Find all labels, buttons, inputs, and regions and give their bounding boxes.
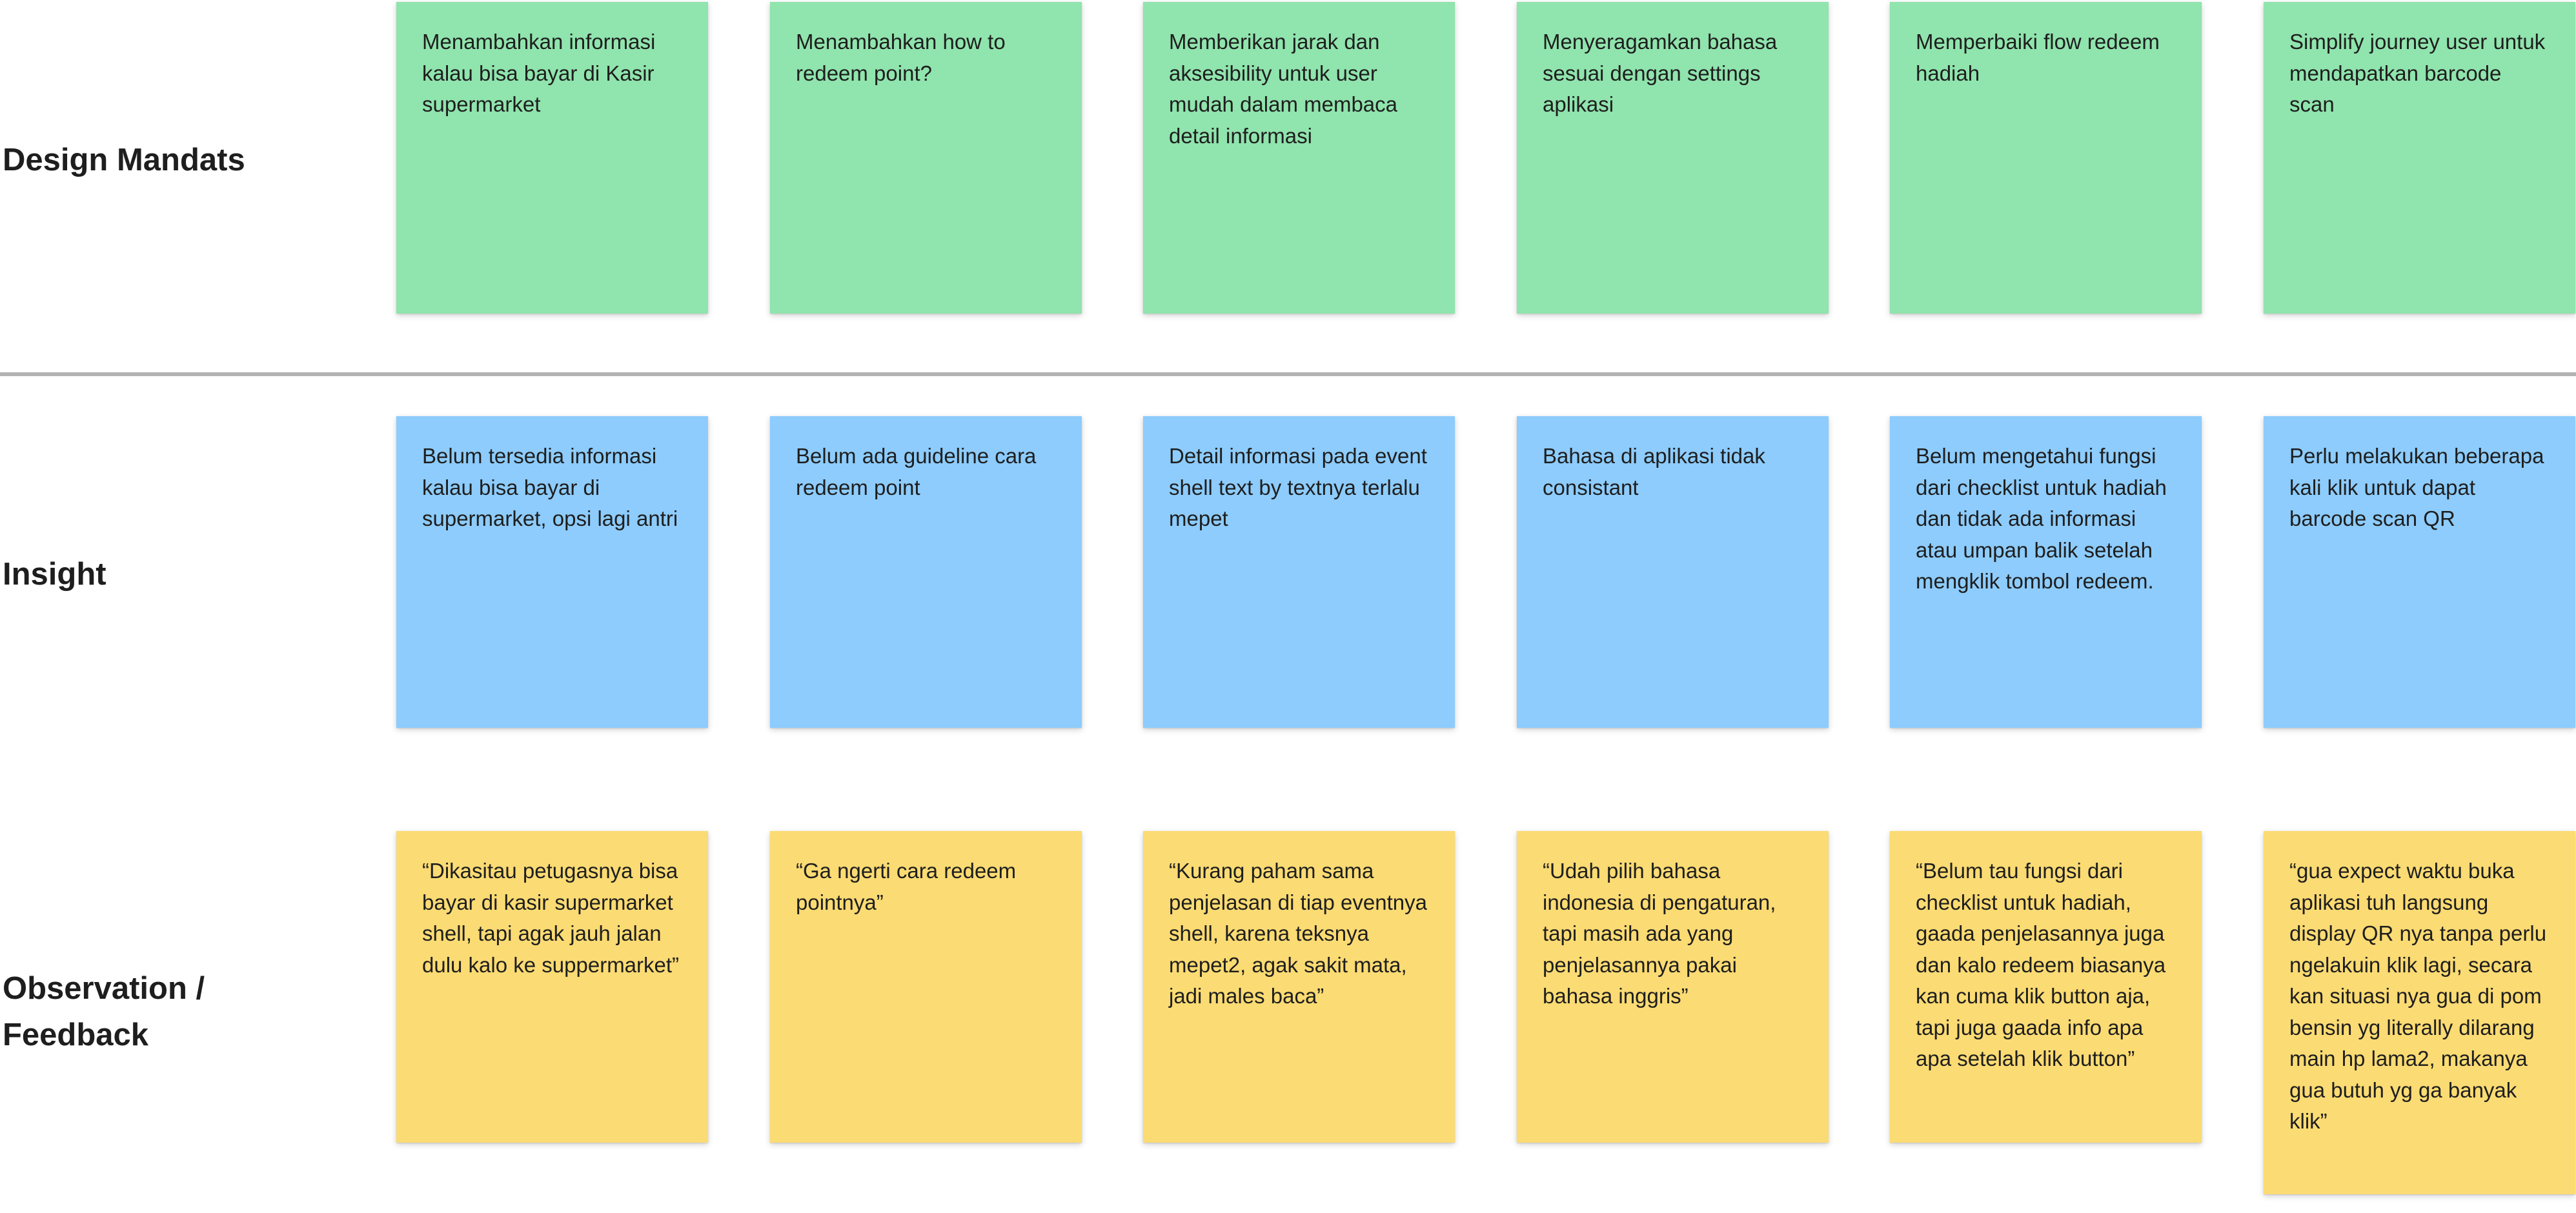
sticky-note-text: “Ga ngerti cara redeem pointnya” [796,859,1017,914]
section-divider [0,372,2576,376]
row-label-observation-feedback: Observation / Feedback [3,971,205,1052]
sticky-note-insight-6[interactable]: Perlu melakukan beberapa kali klik untuk… [2264,416,2575,728]
sticky-note-text: Simplify journey user untuk mendapatkan … [2289,30,2546,116]
sticky-note-text: Detail informasi pada event shell text b… [1169,444,1427,530]
sticky-note-mandat-3[interactable]: Memberikan jarak dan aksesibility untuk … [1143,2,1455,314]
sticky-note-mandat-6[interactable]: Simplify journey user untuk mendapatkan … [2264,2,2575,314]
sticky-note-text: Memberikan jarak dan aksesibility untuk … [1169,30,1398,148]
sticky-note-text: Belum tersedia informasi kalau bisa baya… [422,444,678,530]
sticky-note-feedback-5[interactable]: “Belum tau fungsi dari checklist untuk h… [1890,831,2202,1143]
sticky-note-text: “Udah pilih bahasa indonesia di pengatur… [1543,859,1776,1008]
sticky-note-feedback-1[interactable]: “Dikasitau petugasnya bisa bayar di kasi… [396,831,708,1143]
sticky-note-text: Menyeragamkan bahasa sesuai dengan setti… [1543,30,1778,116]
sticky-note-feedback-3[interactable]: “Kurang paham sama penjelasan di tiap ev… [1143,831,1455,1143]
sticky-note-text: “gua expect waktu buka aplikasi tuh lang… [2289,859,2547,1133]
sticky-note-feedback-6[interactable]: “gua expect waktu buka aplikasi tuh lang… [2264,831,2575,1194]
sticky-note-text: Bahasa di aplikasi tidak consistant [1543,444,1765,499]
sticky-note-feedback-2[interactable]: “Ga ngerti cara redeem pointnya” [770,831,1082,1143]
sticky-note-text: Menambahkan informasi kalau bisa bayar d… [422,30,656,116]
sticky-note-insight-4[interactable]: Bahasa di aplikasi tidak consistant [1517,416,1829,728]
sticky-note-text: Memperbaiki flow redeem hadiah [1916,30,2160,85]
sticky-note-feedback-4[interactable]: “Udah pilih bahasa indonesia di pengatur… [1517,831,1829,1143]
row-label-insight: Insight [3,557,106,592]
sticky-note-insight-5[interactable]: Belum mengetahui fungsi dari checklist u… [1890,416,2202,728]
row-label-design-mandats: Design Mandats [3,143,245,177]
sticky-note-mandat-4[interactable]: Menyeragamkan bahasa sesuai dengan setti… [1517,2,1829,314]
sticky-note-insight-2[interactable]: Belum ada guideline cara redeem point [770,416,1082,728]
sticky-note-insight-1[interactable]: Belum tersedia informasi kalau bisa baya… [396,416,708,728]
sticky-note-text: “Kurang paham sama penjelasan di tiap ev… [1169,859,1427,1008]
sticky-note-mandat-5[interactable]: Memperbaiki flow redeem hadiah [1890,2,2202,314]
sticky-note-text: “Belum tau fungsi dari checklist untuk h… [1916,859,2166,1070]
sticky-note-mandat-2[interactable]: Menambahkan how to redeem point? [770,2,1082,314]
sticky-note-text: “Dikasitau petugasnya bisa bayar di kasi… [422,859,680,977]
sticky-note-text: Belum mengetahui fungsi dari checklist u… [1916,444,2167,593]
sticky-note-text: Belum ada guideline cara redeem point [796,444,1037,499]
sticky-note-text: Perlu melakukan beberapa kali klik untuk… [2289,444,2544,530]
sticky-note-mandat-1[interactable]: Menambahkan informasi kalau bisa bayar d… [396,2,708,314]
sticky-note-insight-3[interactable]: Detail informasi pada event shell text b… [1143,416,1455,728]
sticky-note-text: Menambahkan how to redeem point? [796,30,1006,85]
